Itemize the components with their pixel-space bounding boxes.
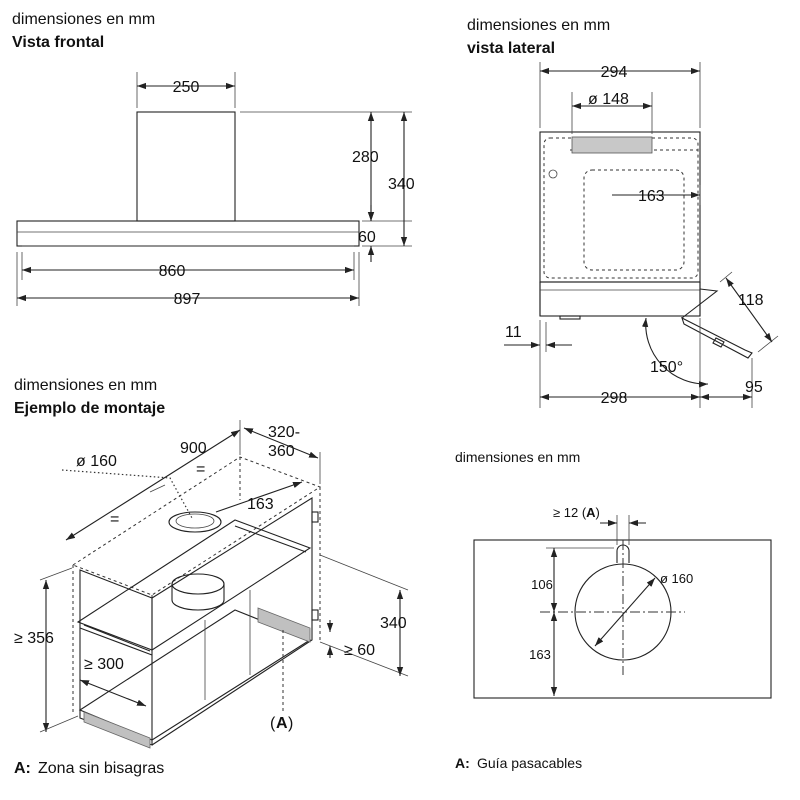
side-view-title: vista lateral: [467, 40, 555, 57]
side-view: dimensiones en mm vista lateral: [467, 17, 779, 408]
dim-glass-length-label: 118: [738, 292, 764, 309]
dim-mount-duct-diameter-label: ø 160: [76, 453, 117, 470]
dim-hole-diameter-label: ø 160: [660, 571, 693, 586]
dim-inner-width-label: 860: [159, 263, 186, 280]
dim-bottom-depth-label: 298: [601, 390, 628, 407]
dim-chimney-height-label: 280: [352, 149, 379, 166]
dim-equal-right-label: =: [196, 461, 205, 478]
dim-slot-width-label: ≥ 12 (A): [553, 505, 600, 520]
side-body-outline: [539, 131, 701, 283]
dim-angle-label: 150°: [650, 359, 683, 376]
mount-duct-top: [168, 511, 222, 533]
side-canopy-outline: [539, 281, 701, 317]
dim-cabinet-depth-label-2: 360: [268, 443, 295, 460]
mounting-view: dimensiones en mm Ejemplo de montaje: [14, 377, 409, 777]
dim-total-width-label: 897: [174, 291, 201, 308]
chimney-outline: [136, 111, 236, 222]
dim-cabinet-width-label: 900: [180, 440, 207, 457]
canopy-outline: [16, 220, 360, 247]
mount-legend-key: A:: [14, 760, 31, 777]
dim-min-depth-label: ≥ 300: [84, 656, 124, 673]
dim-lower-label: 163: [529, 647, 551, 662]
mount-duct-leader: [61, 469, 193, 519]
dim-min-height-label: ≥ 356: [14, 630, 54, 647]
duct-outlet: [571, 136, 653, 154]
mounting-view-title: Ejemplo de montaje: [14, 400, 165, 417]
dim-duct-diameter-label: ø 148: [588, 91, 629, 108]
dim-top-depth-label: 294: [601, 64, 628, 81]
mount-marker: A: [276, 715, 288, 732]
dim-min-bottom-label: ≥ 60: [344, 642, 375, 659]
mount-duct-lower: [171, 573, 225, 595]
mount-marker-paren-close: ): [288, 715, 293, 732]
dim-cabinet-depth: [243, 427, 319, 459]
front-view-title: Vista frontal: [12, 34, 104, 51]
dim-glass-projection-label: 95: [745, 379, 763, 396]
front-view-heading: dimensiones en mm: [12, 11, 155, 28]
hinge-free-zone: [257, 607, 311, 643]
cutout-view: dimensiones en mm ø 160 ≥ 12 (A) 106 163…: [455, 449, 772, 771]
dim-mount-duct-offset: [215, 481, 303, 513]
dim-total-height-label: 340: [388, 176, 415, 193]
dim-upper-label: 106: [531, 577, 553, 592]
dim-cabinet-depth-label-1: 320-: [268, 424, 300, 441]
dim-duct-offset-label: 163: [638, 188, 665, 205]
mount-marker-paren-open: (: [270, 715, 276, 732]
dim-canopy-height-label: 60: [358, 229, 376, 246]
dim-glass-length: [725, 277, 773, 343]
cutout-heading: dimensiones en mm: [455, 449, 580, 465]
dim-hole-diameter: [594, 577, 656, 647]
front-view: dimensiones en mm Vista frontal 250 280 …: [12, 11, 415, 308]
dim-front-offset-label: 11: [505, 324, 522, 341]
dim-min-depth: [79, 679, 147, 707]
mount-legend-text: Zona sin bisagras: [38, 760, 164, 777]
cutout-legend-text: Guía pasacables: [477, 755, 582, 771]
mounting-view-heading: dimensiones en mm: [14, 377, 157, 394]
cutout-legend-key: A:: [455, 755, 470, 771]
side-view-heading: dimensiones en mm: [467, 17, 610, 34]
dim-cabinet-width: [65, 429, 241, 541]
dim-angle-arc: [641, 317, 709, 388]
dim-mount-height-label: 340: [380, 615, 407, 632]
dim-equal-left-label: =: [110, 511, 119, 528]
dim-mount-duct-offset-label: 163: [247, 496, 274, 513]
dim-chimney-width-label: 250: [173, 79, 200, 96]
